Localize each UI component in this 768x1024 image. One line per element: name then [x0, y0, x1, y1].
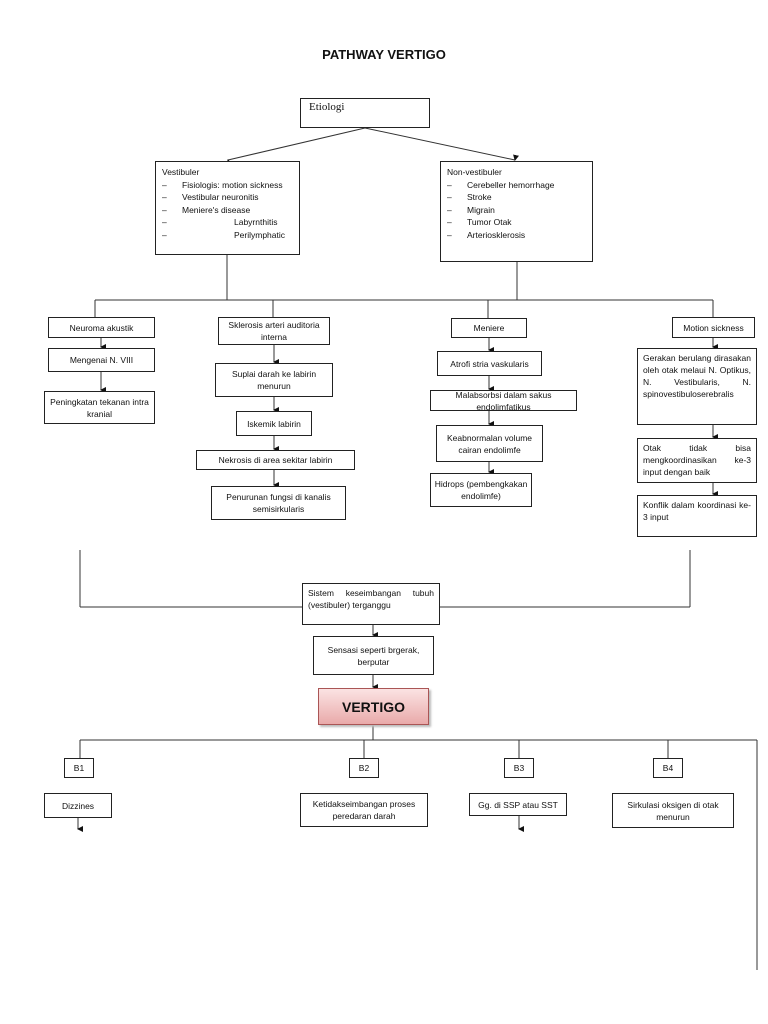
list-item: Arteriosklerosis — [447, 229, 586, 242]
list-item: Migrain — [447, 204, 586, 217]
dizzines-box: Dizzines — [44, 793, 112, 818]
keabnormalan-box: Keabnormalan volume cairan endolimfe — [436, 425, 543, 462]
iskemik-box: Iskemik labirin — [236, 411, 312, 436]
etiologi-box: Etiologi — [300, 98, 430, 128]
motion-sickness-box: Motion sickness — [672, 317, 755, 338]
suplai-box: Suplai darah ke labirin menurun — [215, 363, 333, 397]
b4-box: B4 — [653, 758, 683, 778]
vestibuler-box: Vestibuler Fisiologis: motion sickness V… — [155, 161, 300, 255]
page-title: PATHWAY VERTIGO — [322, 47, 446, 62]
konflik-box: Konflik dalam koordinasi ke-3 input — [637, 495, 757, 537]
list-item: Perilymphatic — [162, 229, 293, 242]
malabsorbsi-box: Malabsorbsi dalam sakus endolimfatikus — [430, 390, 577, 412]
list-item: Fisiologis: motion sickness — [162, 179, 293, 192]
ketidakseimbangan-box: Ketidakseimbangan proses peredaran darah — [300, 793, 428, 827]
b3-box: B3 — [504, 758, 534, 778]
arrow-etiologi-nonvestibuler — [364, 127, 519, 161]
list-item: Meniere's disease — [162, 204, 293, 217]
arrow-etiologi-vestibuler — [226, 127, 366, 166]
otak-box: Otak tidak bisa mengkoordinasikan ke-3 i… — [637, 438, 757, 483]
non-vestibuler-heading: Non-vestibuler — [447, 167, 502, 177]
list-item: Tumor Otak — [447, 216, 586, 229]
atrofi-box: Atrofi stria vaskularis — [437, 351, 542, 376]
list-item: Cerebeller hemorrhage — [447, 179, 586, 192]
sirkulasi-box: Sirkulasi oksigen di otak menurun — [612, 793, 734, 828]
list-item: Vestibular neuronitis — [162, 191, 293, 204]
non-vestibuler-box: Non-vestibuler Cerebeller hemorrhage Str… — [440, 161, 593, 262]
sistem-keseimbangan-box: Sistem keseimbangan tubuh (vestibuler) t… — [302, 583, 440, 625]
sensasi-box: Sensasi seperti brgerak, berputar — [313, 636, 434, 675]
neuroma-box: Neuroma akustik — [48, 317, 155, 338]
vertigo-box: VERTIGO — [318, 688, 429, 725]
gg-ssp-box: Gg. di SSP atau SST — [469, 793, 567, 816]
gerakan-box: Gerakan berulang dirasakan oleh otak mel… — [637, 348, 757, 425]
sklerosis-box: Sklerosis arteri auditoria interna — [218, 317, 330, 345]
b2-box: B2 — [349, 758, 379, 778]
vestibuler-heading: Vestibuler — [162, 167, 200, 177]
penurunan-box: Penurunan fungsi di kanalis semisirkular… — [211, 486, 346, 520]
meniere-box: Meniere — [451, 318, 527, 338]
peningkatan-box: Peningkatan tekanan intra kranial — [44, 391, 155, 424]
hidrops-box: Hidrops (pembengkakan endolimfe) — [430, 473, 532, 507]
nekrosis-box: Nekrosis di area sekitar labirin — [196, 450, 355, 470]
list-item: Stroke — [447, 191, 586, 204]
mengenai-box: Mengenai N. VIII — [48, 348, 155, 372]
list-item: Labyrnthitis — [162, 216, 293, 229]
b1-box: B1 — [64, 758, 94, 778]
